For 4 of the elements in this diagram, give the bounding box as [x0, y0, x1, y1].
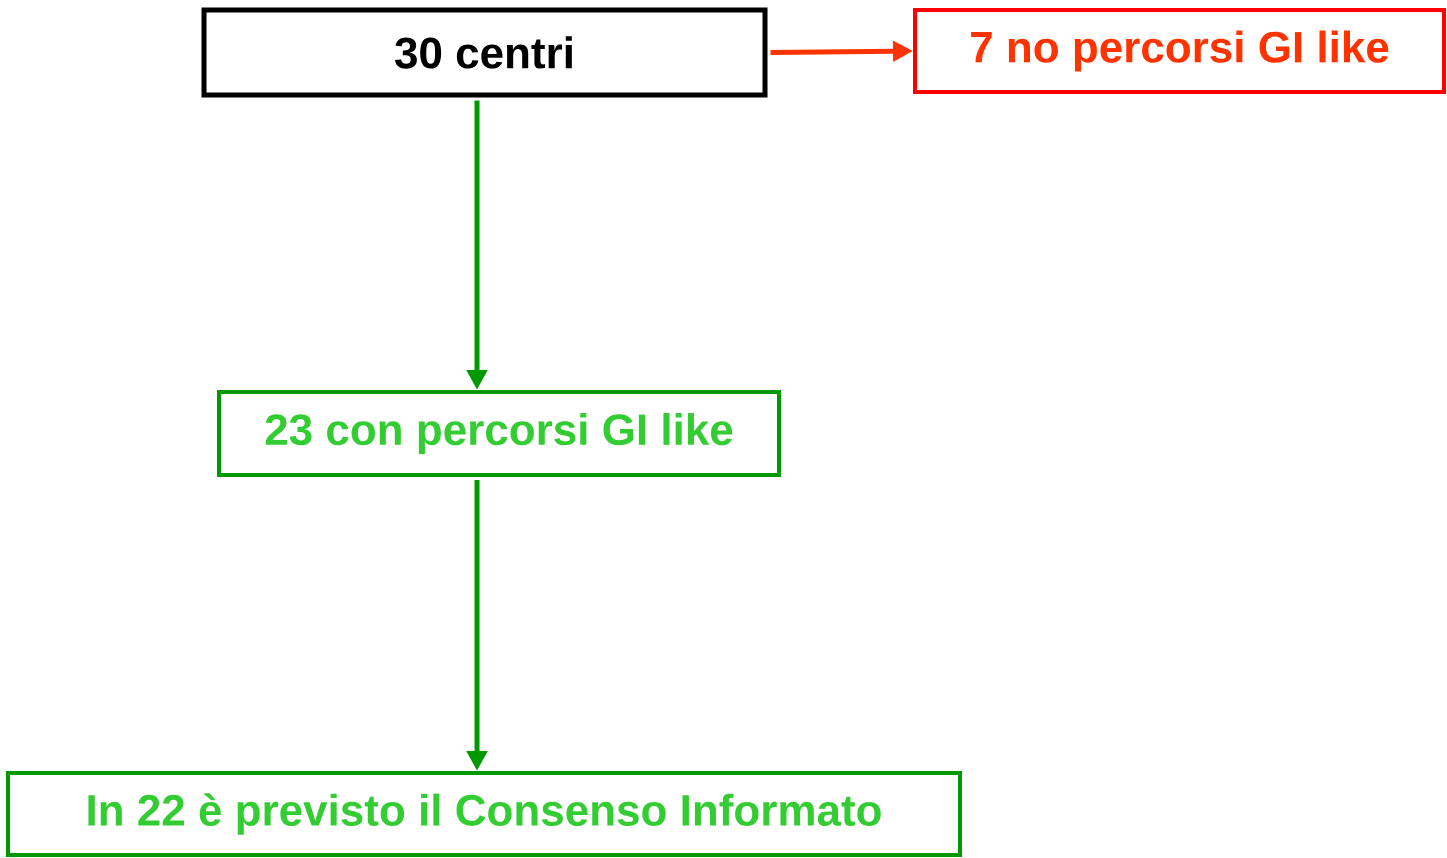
text-box: 30 centri — [201, 7, 768, 98]
text-box: 7 no percorsi GI like — [913, 8, 1446, 94]
text-box: 23 con percorsi GI like — [217, 390, 781, 477]
text-box: In 22 è previsto il Consenso Informato — [6, 771, 962, 857]
